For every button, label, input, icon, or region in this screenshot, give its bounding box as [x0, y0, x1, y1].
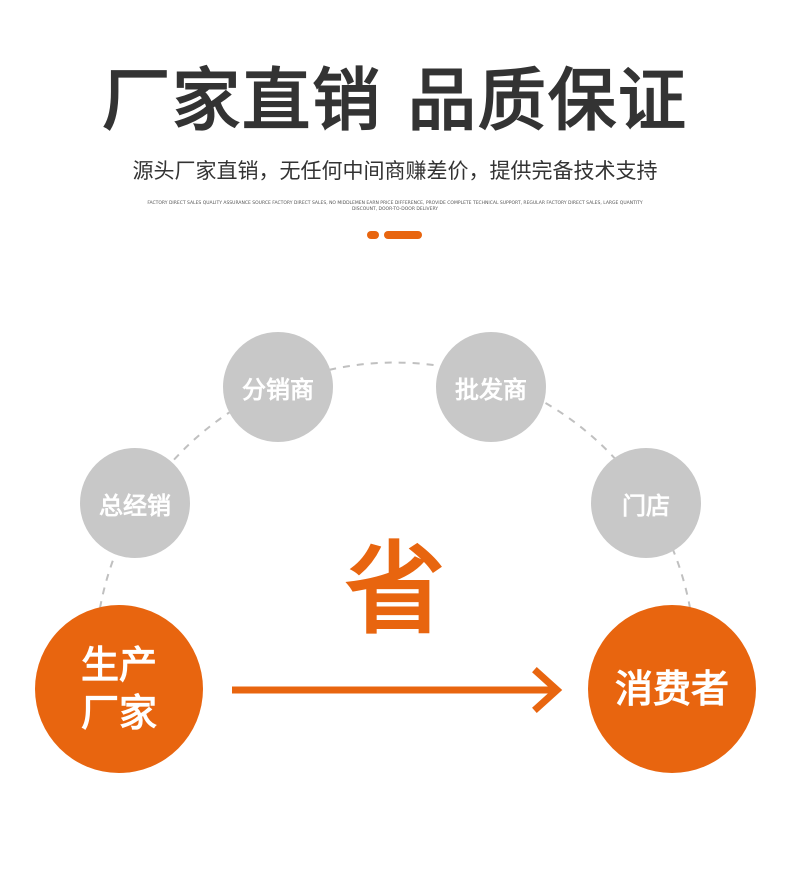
- node-distributor-label: 分销商: [242, 375, 314, 404]
- save-label: 省: [345, 531, 445, 648]
- decor-dot-short: [367, 231, 379, 239]
- node-consumer-label: 消费者: [614, 667, 729, 711]
- node-manufacturer: 生产 厂家: [35, 605, 203, 773]
- node-consumer: 消费者: [588, 605, 756, 773]
- node-wholesaler-label: 批发商: [455, 375, 527, 404]
- node-store: 门店: [591, 448, 701, 558]
- english-tagline: FACTORY DIRECT SALES QUALITY ASSURANCE S…: [147, 201, 643, 212]
- node-manufacturer-line2: 厂家: [80, 691, 157, 735]
- node-store-label: 门店: [622, 491, 670, 520]
- decor-dot-long: [384, 231, 422, 239]
- page-title: 厂家直销 品质保证: [102, 62, 688, 141]
- page-subtitle: 源头厂家直销，无任何中间商赚差价，提供完备技术支持: [132, 159, 658, 183]
- node-general-agent-label: 总经销: [99, 491, 171, 520]
- node-manufacturer-line1: 生产: [80, 643, 157, 687]
- node-general-agent: 总经销: [80, 448, 190, 558]
- node-wholesaler: 批发商: [436, 332, 546, 442]
- arrow-head-icon: [532, 667, 563, 713]
- node-distributor: 分销商: [223, 332, 333, 442]
